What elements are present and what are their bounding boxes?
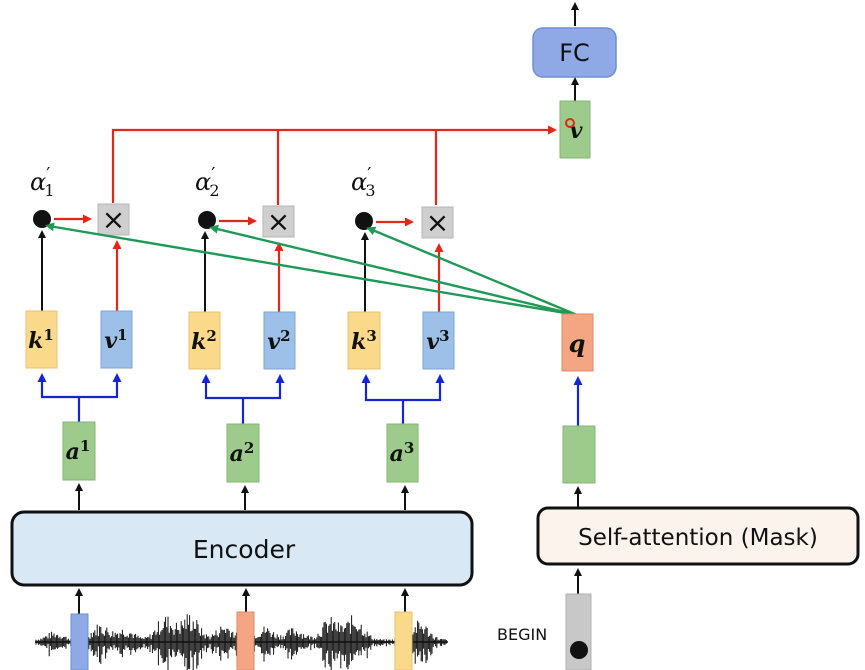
begin-token-dot: [570, 641, 588, 659]
query-attention-lines: [45, 222, 578, 317]
a2-to-k2-arrow: [201, 374, 243, 400]
key-3-box: [347, 311, 381, 370]
alpha-1-dot: [33, 210, 51, 228]
value-2-box: [263, 311, 296, 370]
decoder-output-box: [562, 425, 596, 484]
context-vector-box: [559, 100, 591, 159]
self-attention-label: Self-attention (Mask): [578, 525, 818, 551]
fc-label: FC: [559, 39, 590, 67]
cursor-marker-icon: [565, 118, 575, 128]
encoder-output-2-label: a2: [230, 439, 255, 467]
key-1-label: k1: [28, 326, 54, 354]
audio-frame-1: [70, 613, 89, 670]
a1-to-k1-arrow: [37, 373, 79, 399]
value-1-box: [100, 310, 133, 369]
alpha-2-label: α′2: [195, 164, 220, 200]
key-3-label: k3: [351, 327, 377, 355]
encoder-output-3-box: [386, 423, 419, 483]
a3-to-v3-arrow: [403, 374, 445, 402]
audio-frame-3: [394, 611, 413, 670]
multiply-3-box: [421, 206, 454, 239]
attention-group-1: α′1 × k1 v1 a1: [25, 164, 133, 510]
encoder-output-1-box: [62, 421, 96, 481]
encoder-output-1-label: a1: [66, 437, 91, 465]
value-3-box: [422, 311, 455, 370]
a3-to-k3-arrow: [361, 374, 403, 402]
encoder-block: [10, 510, 474, 587]
alpha-1-label: α′1: [30, 164, 55, 200]
multiply-3-symbol: ×: [426, 206, 449, 239]
multiply-2-symbol: ×: [267, 205, 290, 238]
weighted-sum-lines: [111, 125, 557, 205]
self-attention-block: [536, 506, 860, 566]
query-box: [561, 313, 594, 372]
encoder-label: Encoder: [193, 535, 296, 564]
multiply-2-box: [262, 205, 295, 238]
alpha-2-dot: [198, 211, 216, 229]
a2-to-v2-arrow: [243, 374, 285, 400]
value-1-label: v1: [104, 326, 127, 354]
key-2-box: [188, 311, 221, 370]
attention-group-2: α′2 × k2 v2 a2: [188, 164, 296, 510]
multiply-1-box: [97, 203, 130, 236]
encoder-output-3-label: a3: [390, 439, 415, 467]
query-label: q: [569, 329, 586, 358]
value-3-label: v3: [426, 327, 449, 355]
a1-to-v1-arrow: [79, 373, 122, 399]
audio-frame-2: [236, 611, 255, 670]
multiply-1-symbol: ×: [102, 203, 125, 236]
value-2-label: v2: [267, 327, 290, 355]
encoder-output-2-box: [226, 423, 260, 483]
begin-label: BEGIN: [497, 625, 547, 644]
attention-group-3: α′3 × k3 v3 a3: [347, 164, 455, 510]
alpha-3-label: α′3: [351, 164, 376, 200]
key-2-label: k2: [191, 327, 217, 355]
context-vector-label: v: [570, 118, 583, 144]
alpha-3-dot: [355, 212, 373, 230]
key-1-box: [25, 310, 58, 369]
